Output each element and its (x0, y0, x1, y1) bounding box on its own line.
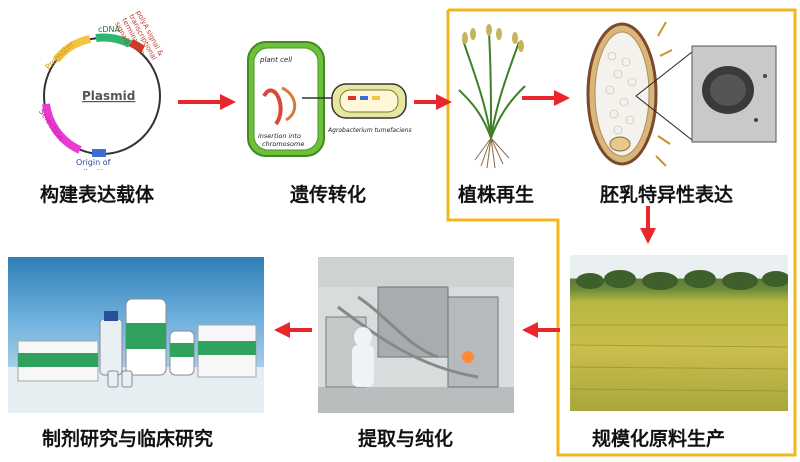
arrow-right-3 (522, 90, 570, 106)
origin-label-1: Origin of (76, 158, 111, 167)
arrow-right-1 (178, 94, 236, 110)
insertion-label-2: chromosome (262, 140, 304, 148)
arrow-left-1 (522, 322, 560, 338)
step-label-scale: 规模化原料生产 (592, 428, 726, 450)
promoter-segment (52, 35, 91, 63)
products-image (8, 257, 264, 413)
agrobacterium-label: Agrobacterium tumefaciens (327, 127, 412, 134)
step-label-endosperm: 胚乳特异性表达 (600, 184, 734, 206)
plasmid-diagram: Plasmid cDNA Promoter Selection Origin o… (20, 8, 180, 170)
arrow-down (640, 206, 656, 244)
plant-cell-label: plant cell (259, 56, 292, 64)
transformation-diagram: plant cell insertion into chromosome Agr… (244, 38, 412, 160)
step-label-clinical: 制剂研究与临床研究 (42, 428, 214, 450)
cdna-segment (95, 33, 132, 48)
origin-label-2: replication (70, 168, 112, 170)
insertion-label-1: insertion into (258, 132, 301, 140)
arrow-left-2 (274, 322, 312, 338)
cdna-label: cDNA (98, 25, 121, 34)
polya-segment (128, 39, 146, 53)
step-label-vector: 构建表达载体 (40, 184, 155, 206)
arrow-right-2 (414, 94, 452, 110)
origin-segment (92, 149, 106, 157)
step-label-purify: 提取与纯化 (358, 428, 454, 450)
selection-segment (42, 103, 82, 154)
step-label-transform: 遗传转化 (290, 184, 367, 206)
rice-field-image (570, 255, 788, 411)
plasmid-title: Plasmid (82, 89, 135, 103)
purification-facility-image (318, 257, 514, 413)
rice-plant-image (455, 20, 527, 170)
endosperm-image (580, 16, 780, 172)
step-label-regen: 植株再生 (458, 184, 535, 206)
promoter-label: Promoter (44, 39, 77, 72)
